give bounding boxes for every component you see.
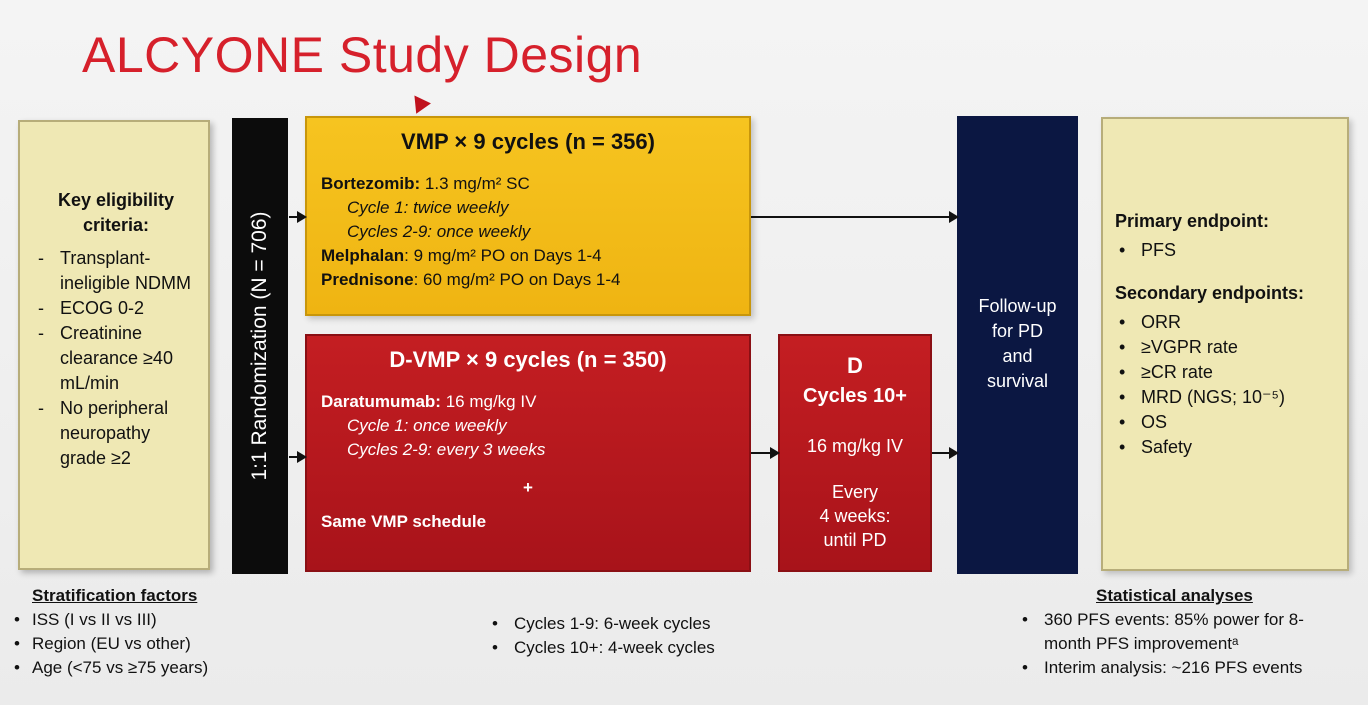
statistics-section: Statistical analyses 360 PFS events: 85%… [1018, 584, 1348, 680]
cycles-item: Cycles 10+: 4-week cycles [488, 636, 715, 660]
vmp-cycles2-9: Cycles 2-9: once weekly [347, 222, 531, 241]
vmp-arm-title: VMP × 9 cycles (n = 356) [401, 129, 655, 154]
prednisone-drug: Prednisone [321, 270, 414, 289]
secondary-endpoints-heading: Secondary endpoints: [1115, 283, 1305, 303]
statistics-list: 360 PFS events: 85% power for 8-month PF… [1018, 608, 1348, 680]
followup-line: survival [986, 371, 1048, 391]
secondary-endpoint-item: ≥CR rate [1115, 360, 1339, 385]
bortezomib-line: Bortezomib: 1.3 mg/m² SC [321, 172, 735, 196]
eligibility-box: Key eligibility criteria: Transplant-ine… [18, 120, 210, 570]
arrow-dvmp-to-d [751, 447, 780, 459]
bortezomib-drug: Bortezomib: [321, 174, 421, 193]
secondary-endpoint-item: Safety [1115, 435, 1339, 460]
arrow-rand-to-dvmp [289, 451, 307, 463]
arrow-d-to-followup [932, 447, 959, 459]
d-every-3: until PD [823, 530, 887, 550]
primary-endpoint-item: PFS [1115, 238, 1339, 263]
stratification-heading: Stratification factors [32, 586, 198, 605]
plus-sign: + [523, 478, 533, 497]
arrow-vmp-to-followup [751, 211, 959, 223]
primary-endpoint-heading: Primary endpoint: [1115, 211, 1270, 231]
melphalan-line: Melphalan: 9 mg/m² PO on Days 1-4 [321, 244, 735, 268]
randomization-label: 1:1 Randomization (N = 706) [248, 211, 271, 481]
followup-bar: Follow-up for PD and survival [957, 116, 1078, 574]
daratumumab-dose: 16 mg/kg IV [440, 392, 537, 411]
prednisone-line: Prednisone: 60 mg/m² PO on Days 1-4 [321, 268, 735, 292]
dvmp-cycle1: Cycle 1: once weekly [347, 416, 507, 435]
followup-line: and [1002, 346, 1033, 366]
d-every-1: Every [831, 482, 878, 502]
vmp-arm-box: VMP × 9 cycles (n = 356) Bortezomib: 1.3… [305, 116, 751, 316]
secondary-endpoint-item: MRD (NGS; 10⁻⁵) [1115, 385, 1339, 410]
prednisone-dose: : 60 mg/m² PO on Days 1-4 [413, 270, 621, 289]
statistics-item: 360 PFS events: 85% power for 8-month PF… [1018, 608, 1348, 656]
daratumumab-drug: Daratumumab: [321, 392, 441, 411]
vmp-cycle1: Cycle 1: twice weekly [347, 198, 509, 217]
secondary-endpoint-item: OS [1115, 410, 1339, 435]
same-vmp-schedule: Same VMP schedule [321, 512, 487, 531]
eligibility-item: Creatinine clearance ≥40 mL/min [34, 321, 198, 396]
dvmp-cycles2-9: Cycles 2-9: every 3 weeks [347, 440, 546, 459]
d-dose: 16 mg/kg IV [806, 436, 904, 456]
d-maintenance-box: D Cycles 10+ 16 mg/kg IV Every 4 weeks: … [778, 334, 932, 572]
cycles-notes: Cycles 1-9: 6-week cycles Cycles 10+: 4-… [488, 612, 715, 660]
dvmp-arm-box: D-VMP × 9 cycles (n = 350) Daratumumab: … [305, 334, 751, 572]
followup-line: for PD [991, 321, 1043, 341]
slide-title: ALCYONE Study Design [82, 27, 643, 83]
eligibility-list: Transplant-ineligible NDMM ECOG 0-2 Crea… [34, 246, 198, 471]
bortezomib-dose: 1.3 mg/m² SC [420, 174, 530, 193]
stratification-item: ISS (I vs II vs III) [10, 608, 208, 632]
primary-endpoint-list: PFS [1115, 238, 1339, 263]
cycles-item: Cycles 1-9: 6-week cycles [488, 612, 715, 636]
statistics-item: Interim analysis: ~216 PFS events [1018, 656, 1348, 680]
secondary-endpoint-item: ≥VGPR rate [1115, 335, 1339, 360]
d-title: D [847, 353, 863, 378]
dvmp-arm-title: D-VMP × 9 cycles (n = 350) [389, 347, 667, 372]
melphalan-dose: : 9 mg/m² PO on Days 1-4 [404, 246, 602, 265]
eligibility-item: Transplant-ineligible NDMM [34, 246, 198, 296]
cycles-list: Cycles 1-9: 6-week cycles Cycles 10+: 4-… [488, 612, 715, 660]
stratification-item: Age (<75 vs ≥75 years) [10, 656, 208, 680]
eligibility-item: ECOG 0-2 [34, 296, 198, 321]
followup-line: Follow-up [978, 296, 1057, 316]
stratification-list: ISS (I vs II vs III) Region (EU vs other… [10, 608, 208, 680]
randomization-bar: 1:1 Randomization (N = 706) [232, 118, 288, 574]
arrow-rand-to-vmp [289, 211, 307, 223]
eligibility-item: No peripheral neuropathy grade ≥2 [34, 396, 198, 471]
d-every-2: 4 weeks: [819, 506, 891, 526]
d-cycles: Cycles 10+ [803, 385, 907, 407]
daratumumab-line: Daratumumab: 16 mg/kg IV [321, 390, 735, 414]
melphalan-drug: Melphalan [321, 246, 405, 265]
statistics-heading: Statistical analyses [1096, 586, 1253, 605]
secondary-endpoint-item: ORR [1115, 310, 1339, 335]
endpoints-box: Primary endpoint: PFS Secondary endpoint… [1101, 117, 1349, 571]
stratification-section: Stratification factors ISS (I vs II vs I… [10, 584, 208, 680]
cursor-arrow-icon [407, 90, 431, 114]
eligibility-heading: Key eligibility criteria: [57, 190, 175, 235]
stratification-item: Region (EU vs other) [10, 632, 208, 656]
secondary-endpoint-list: ORR ≥VGPR rate ≥CR rate MRD (NGS; 10⁻⁵) … [1115, 310, 1339, 460]
